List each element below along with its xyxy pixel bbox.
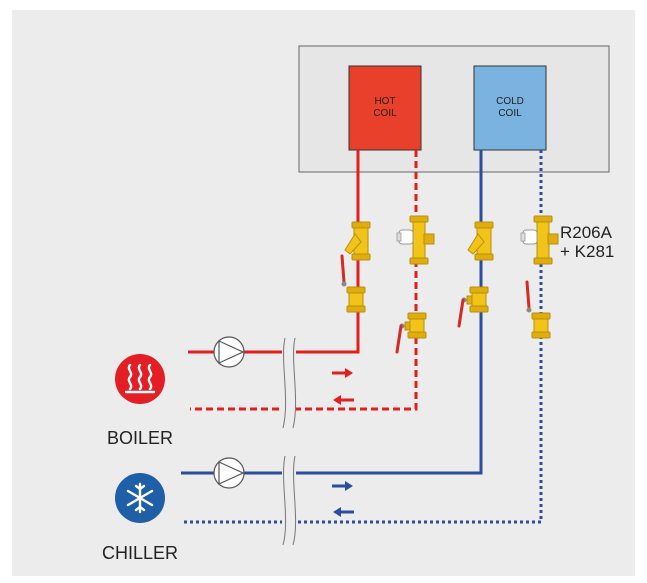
hot-supply-pipe [188,150,360,354]
hot-supply-arrow [332,368,353,378]
cold-supply-arrow [332,481,353,491]
heat-waves-icon [115,354,165,404]
pump-icon [213,457,245,489]
valve-label-line1: R206A [560,223,613,242]
valve-label-line2: + K281 [560,242,614,261]
pipe-break-hot [282,337,297,429]
chiller-label: CHILLER [102,543,178,563]
hot-coil [348,65,422,151]
pipe-break-cold [282,455,297,546]
air-handling-unit-box [298,45,610,173]
cold-return-arrow [333,507,354,517]
cold-coil [473,65,547,151]
cold-return-pipe [183,150,543,524]
cold-coil-label-line2: COIL [498,108,522,119]
hot-coil-label-line1: HOT [374,96,395,107]
snowflake-icon [115,473,165,523]
hot-return-arrow [333,395,354,405]
boiler-label: BOILER [107,428,173,448]
cold-coil-label-line1: COLD [496,96,524,107]
hot-coil-label-line2: COIL [373,108,397,119]
pump-icon [213,336,245,368]
hot-return-pipe [190,150,418,411]
